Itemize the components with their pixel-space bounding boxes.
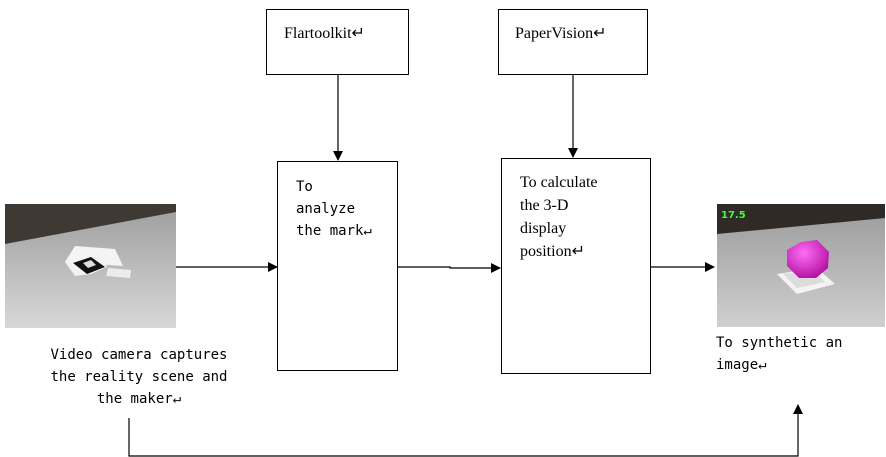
virtual-3d-model — [787, 240, 829, 278]
calculate-box: To calculate the 3-D display position↵ — [501, 158, 651, 374]
analyze-box: To analyze the mark↵ — [277, 161, 398, 371]
calculate-label: To calculate the 3-D display position↵ — [520, 174, 598, 260]
feedback-loop-line — [128, 404, 803, 457]
papervision-label: PaperVision↵ — [515, 25, 607, 42]
camera-scene-photo — [5, 204, 176, 328]
frame-rate-text: 17.5 — [721, 210, 746, 221]
background-wall — [717, 204, 885, 234]
arrow-analyze-to-calculate — [397, 263, 501, 273]
synthetic-caption: To synthetic an image↵ — [716, 335, 843, 373]
papervision-box: PaperVision↵ — [498, 9, 648, 75]
analyze-label: To analyze the mark↵ — [296, 179, 372, 239]
flartoolkit-box: Flartoolkit↵ — [266, 9, 409, 75]
background-wall — [5, 204, 176, 244]
synthetic-image-photo: 17.5 — [717, 204, 885, 327]
flartoolkit-label: Flartoolkit↵ — [284, 25, 365, 42]
camera-caption: Video camera captures the reality scene … — [50, 347, 228, 407]
